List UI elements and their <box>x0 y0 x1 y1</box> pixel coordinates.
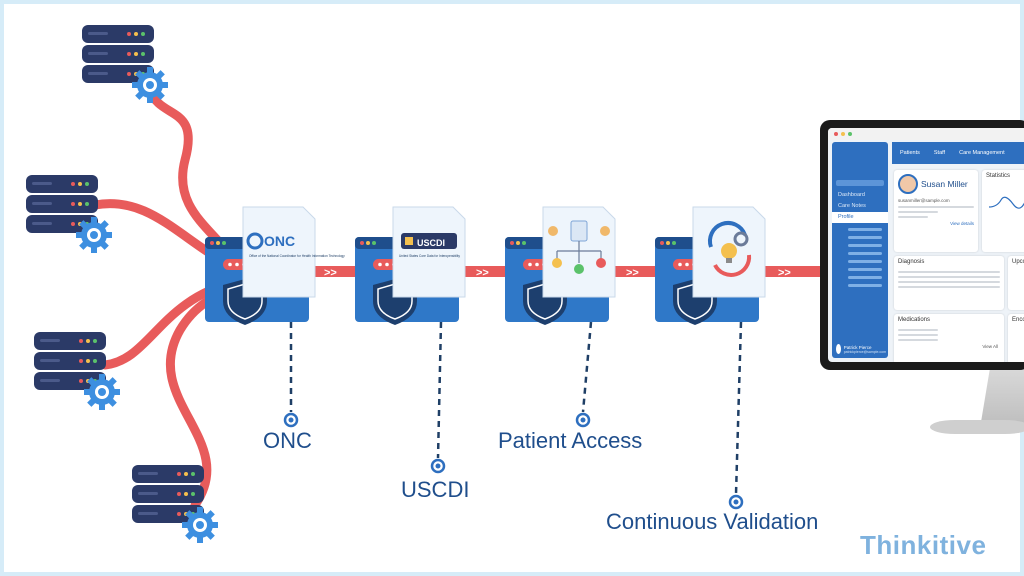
document-icon <box>542 206 616 298</box>
document-icon <box>692 206 766 298</box>
patient-email: susanmiller@sample.com <box>898 198 950 203</box>
patient-name: Susan Miller <box>921 179 968 189</box>
arrow-glyph: >> <box>778 267 791 279</box>
medications-title: Medications <box>898 317 931 323</box>
sidebar-item-profile[interactable]: Profile <box>832 212 888 223</box>
window-titlebar <box>828 128 1024 140</box>
top-nav: Patients Staff Care Management <box>892 142 1024 164</box>
pipe-arrows: >> >> >> >> <box>324 267 791 279</box>
pipe-stage1-2 <box>300 266 360 277</box>
database-group <box>26 25 218 543</box>
stage-label-uscdi: USCDI <box>401 477 470 502</box>
sidebar-item-dashboard[interactable]: Dashboard <box>838 192 865 198</box>
statistics-card: Statistics <box>982 170 1024 252</box>
statistics-title: Statistics <box>986 173 1011 179</box>
encounters-card: Enco <box>1008 314 1024 362</box>
pipe-db1 <box>145 85 240 267</box>
gear-icon <box>84 374 120 410</box>
nav-staff[interactable]: Staff <box>933 150 946 156</box>
stage-3 <box>505 206 616 428</box>
gear-icon <box>733 231 749 247</box>
stages-group: ONC Office of the National Coordinator fo… <box>205 206 766 510</box>
patient-card: Susan Miller susanmiller@sample.com View… <box>894 170 978 252</box>
sidebar-item-care-notes[interactable]: Care Notes <box>838 203 866 209</box>
pipe-stage4-monitor <box>760 266 820 277</box>
sidebar-search-input[interactable] <box>836 180 884 186</box>
stage-label-continuous-validation: Continuous Validation <box>606 509 819 534</box>
patient-network-icon <box>548 220 610 274</box>
user-name: Patrick Pierce <box>843 344 872 350</box>
nav-care-management[interactable]: Care Management <box>959 150 1005 156</box>
diagnosis-title: Diagnosis <box>898 259 925 265</box>
stage-label-onc: ONC <box>263 428 312 453</box>
stage-label-patient-access: Patient Access <box>498 428 643 453</box>
monitor-base <box>930 420 1024 434</box>
gear-icon <box>132 67 168 103</box>
minimize-dot[interactable] <box>841 132 845 136</box>
stage-2: USCDI United States Core Data for Interop… <box>355 206 466 474</box>
document-caption: United States Core Data for Interoperabi… <box>399 254 460 258</box>
document-icon: ONC Office of the National Coordinator fo… <box>242 206 345 298</box>
database-icon <box>132 465 218 543</box>
view-details-link[interactable]: View details <box>950 221 974 226</box>
database-icon <box>26 175 112 253</box>
diagnosis-card: Diagnosis <box>894 256 1004 310</box>
close-dot[interactable] <box>834 132 838 136</box>
stage-4 <box>655 206 766 510</box>
database-icon <box>34 332 120 410</box>
upcoming-title: Upco <box>1012 259 1024 265</box>
arrow-glyph: >> <box>324 267 337 279</box>
lightbulb-icon <box>721 243 737 259</box>
medications-card: Medications View All <box>894 314 1004 362</box>
maximize-dot[interactable] <box>848 132 852 136</box>
gear-icon <box>76 217 112 253</box>
document-caption: Office of the National Coordinator for H… <box>249 254 345 258</box>
encounters-title: Enco <box>1012 317 1024 323</box>
arrow-glyph: >> <box>626 267 639 279</box>
pipe-stage2-3 <box>460 266 510 277</box>
nav-patients[interactable]: Patients <box>900 150 920 156</box>
statistics-sparkline <box>988 196 1024 209</box>
database-icon <box>82 25 168 103</box>
upcoming-card: Upco <box>1008 256 1024 310</box>
document-title: USCDI <box>417 238 445 248</box>
monitor: Patients Staff Care Management Dashboard… <box>820 120 1024 370</box>
dashboard-screen: Patients Staff Care Management Dashboard… <box>828 128 1024 362</box>
pipe-stage3-4 <box>610 266 660 277</box>
document-icon: USCDI United States Core Data for Interop… <box>392 206 466 298</box>
brand-logo: Thinkitive <box>860 530 987 560</box>
patient-avatar <box>898 174 918 194</box>
user-profile[interactable]: Patrick Pierce patrickpierce@sample.com <box>836 344 886 354</box>
validation-cycle-icon <box>707 221 752 277</box>
stage-1: ONC Office of the National Coordinator fo… <box>205 206 345 428</box>
uscdi-logo-icon <box>401 233 457 249</box>
avatar <box>836 344 841 354</box>
gear-icon <box>182 507 218 543</box>
sidebar: Dashboard Care Notes Profile Patrick Pie… <box>832 142 888 358</box>
onc-logo-icon <box>246 232 264 250</box>
document-title: ONC <box>264 233 295 249</box>
arrow-glyph: >> <box>476 267 489 279</box>
user-email: patrickpierce@sample.com <box>843 349 886 354</box>
view-all-link[interactable]: View All <box>982 344 998 349</box>
